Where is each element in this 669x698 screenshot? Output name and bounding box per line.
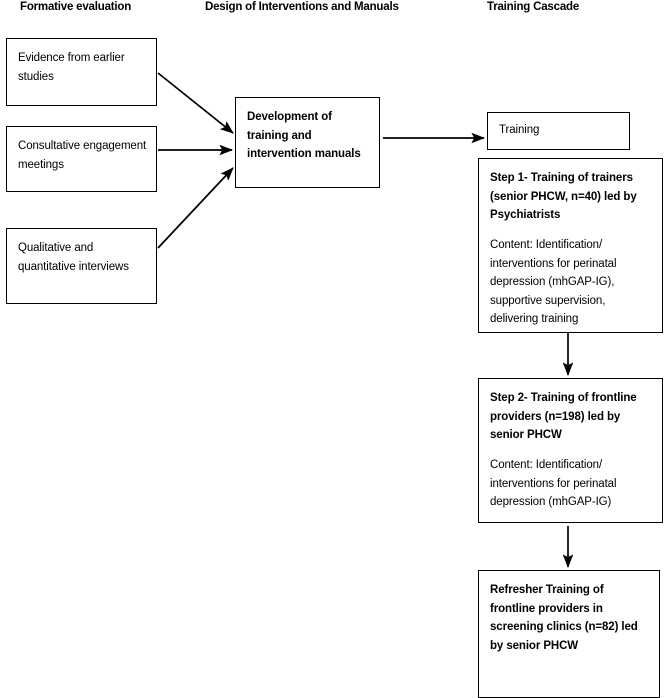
- node-training-text: Training: [499, 124, 540, 136]
- connector-evidence-to-development: [157, 72, 234, 134]
- node-qualitative-and-quantitative-interviews: Qualitative and quantitative interviews: [6, 228, 157, 304]
- node-refresher-heading: Refresher Training of frontline provider…: [490, 584, 638, 652]
- node-development-text: Development of training and intervention…: [247, 111, 361, 161]
- node-evidence-text: Evidence from earlier studies: [18, 52, 125, 83]
- connector-interviews-to-development: [157, 167, 234, 249]
- node-development-of-training-and-intervention-manuals: Development of training and intervention…: [235, 97, 380, 188]
- node-step-2-body: Content: Identification/ interventions f…: [490, 458, 617, 509]
- node-evidence-from-earlier-studies: Evidence from earlier studies: [6, 38, 157, 106]
- column-header-training-cascade: Training Cascade: [487, 1, 580, 13]
- node-training: Training: [487, 112, 630, 150]
- node-step-2: Step 2- Training of frontline providers …: [478, 378, 663, 523]
- node-step-1: Step 1- Training of trainers (senior PHC…: [478, 158, 663, 333]
- column-header-formative-evaluation: Formative evaluation: [20, 1, 132, 13]
- node-step-2-heading: Step 2- Training of frontline providers …: [490, 392, 637, 442]
- node-consultative-text: Consultative engagement meetings: [18, 140, 147, 171]
- node-consultative-engagement-meetings: Consultative engagement meetings: [6, 126, 157, 192]
- node-step-1-heading: Step 1- Training of trainers (senior PHC…: [490, 172, 637, 222]
- node-refresher-training: Refresher Training of frontline provider…: [478, 570, 660, 698]
- node-step-1-body: Content: Identification/ interventions f…: [490, 238, 617, 326]
- node-interviews-text: Qualitative and quantitative interviews: [18, 242, 129, 273]
- column-header-design-of-interventions: Design of Interventions and Manuals: [205, 1, 399, 13]
